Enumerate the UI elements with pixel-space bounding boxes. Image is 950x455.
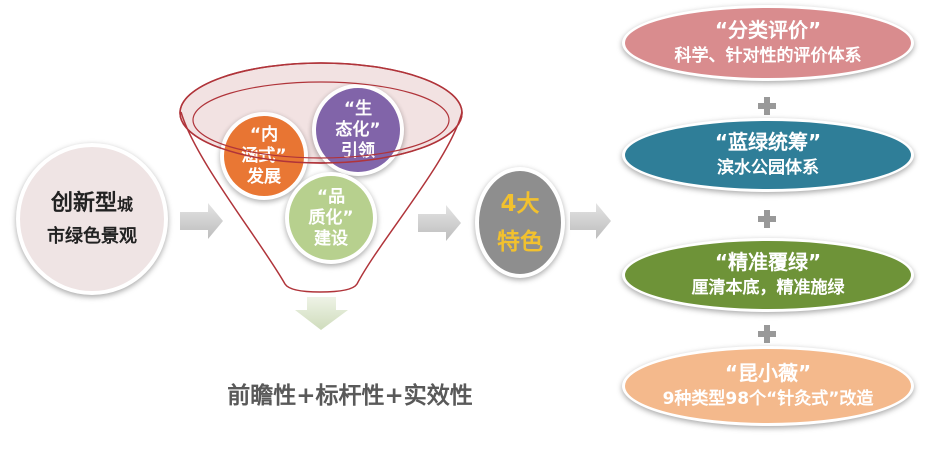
feature-classified-evaluation: “分类评价” 科学、针对性的评价体系 <box>622 5 914 81</box>
arrow-right-icon <box>418 205 461 241</box>
plus-icon <box>758 210 776 228</box>
plus-icon <box>758 97 776 115</box>
plus-icon <box>758 325 776 343</box>
arrow-right-icon <box>570 203 611 239</box>
feature-blue-green: “蓝绿统筹” 滨水公园体系 <box>622 118 914 192</box>
feature-precise-greening: “精准覆绿” 厘清本底，精准施绿 <box>622 238 914 312</box>
funnel-result-text: 前瞻性+标杆性+实效性 <box>227 383 473 409</box>
arrow-down-icon <box>295 297 348 330</box>
start-label-line2: 市绿色景观 <box>47 225 137 247</box>
start-label-line1: 创新型 <box>50 190 117 216</box>
funnel-item-neihan: “内 涵式” 发展 <box>220 112 308 200</box>
features-circle: 4大 特色 <box>475 167 565 278</box>
arrow-right-icon <box>180 203 223 239</box>
start-label-line1-small: 城 <box>117 194 134 214</box>
feature-kunxiaowei: “昆小薇” 9种类型98个“针灸式”改造 <box>622 346 914 426</box>
funnel-item-pinzhi: “品 质化” 建设 <box>285 172 377 264</box>
funnel-item-shengtai: “生 态化” 引领 <box>312 84 404 176</box>
funnel-outline <box>180 111 463 293</box>
start-circle: 创新型城 市绿色景观 <box>16 143 168 295</box>
